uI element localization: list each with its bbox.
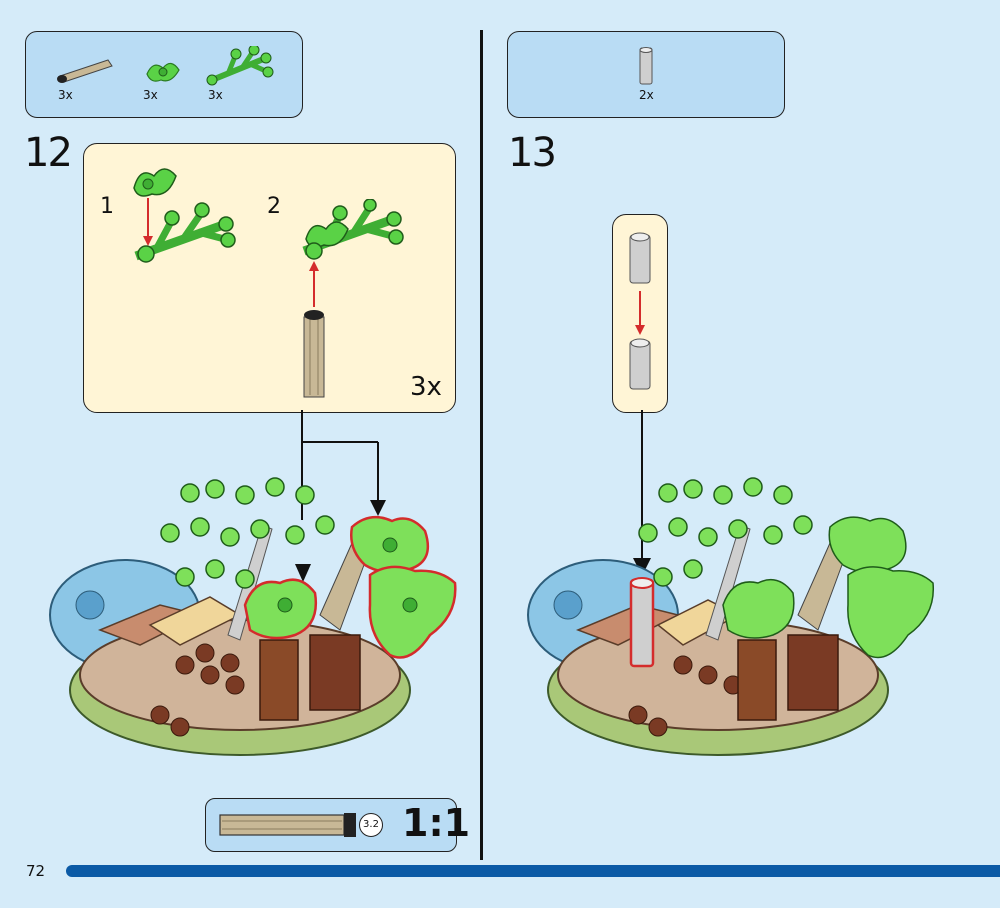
step12-parts-panel: 3x 3x 3x <box>25 31 303 118</box>
gray-bar-stack-illustration <box>629 232 651 390</box>
step13-parts-panel: 2x <box>507 31 785 118</box>
part-qty: 3x <box>208 88 223 102</box>
page-footer-bar <box>66 865 1000 877</box>
step-number: 13 <box>508 130 557 176</box>
step-number: 12 <box>24 130 73 176</box>
callout-arrow-down <box>295 564 311 582</box>
scale-reference-box: 3.2 1:1 <box>205 798 470 852</box>
length-indicator: 3.2 <box>359 813 383 837</box>
gray-bar-icon <box>639 47 653 85</box>
part-qty: 3x <box>143 88 158 102</box>
tan-bar-scale-icon <box>219 813 356 837</box>
plant-leaf-icon <box>146 62 180 82</box>
tan-bar-icon <box>57 59 113 83</box>
page-number: 72 <box>26 862 46 880</box>
plant-stem-icon <box>206 46 274 86</box>
sub-step-number: 2 <box>267 194 281 219</box>
column-divider <box>480 30 483 860</box>
part-qty: 3x <box>58 88 73 102</box>
sub-step-number: 1 <box>100 194 114 219</box>
step13-model-illustration <box>527 477 935 756</box>
sub-step-1-illustration <box>133 168 236 263</box>
step12-model-illustration <box>49 477 457 756</box>
subassembly-callout <box>612 214 668 413</box>
part-qty: 2x <box>639 88 654 102</box>
sub-step-2-illustration <box>302 199 404 398</box>
subassembly-callout: 1 2 3x <box>83 143 456 413</box>
subassembly-multiplier: 3x <box>410 372 442 402</box>
scale-ratio: 1:1 <box>402 801 471 845</box>
